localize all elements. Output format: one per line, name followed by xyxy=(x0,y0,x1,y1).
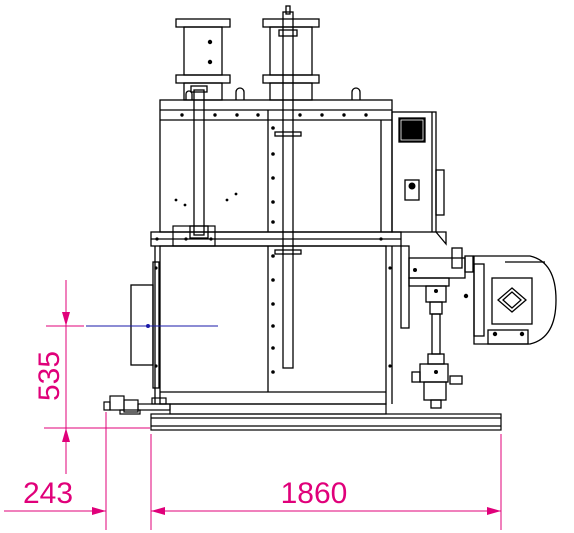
left-nozzle xyxy=(175,18,231,239)
middle-band xyxy=(151,225,401,247)
base-skid xyxy=(150,403,502,431)
dimension-label-1860: 1860 xyxy=(281,477,348,510)
control-panel xyxy=(391,111,447,246)
burner-assembly xyxy=(400,245,557,409)
drain-valve xyxy=(103,395,171,415)
burner-centerline xyxy=(86,324,218,328)
lower-shell xyxy=(130,231,402,405)
dimension-lines xyxy=(4,280,502,530)
upper-shell xyxy=(159,87,393,233)
dimension-label-243: 243 xyxy=(23,477,73,510)
right-nozzle xyxy=(262,5,320,369)
dimension-label-535: 535 xyxy=(33,351,66,401)
